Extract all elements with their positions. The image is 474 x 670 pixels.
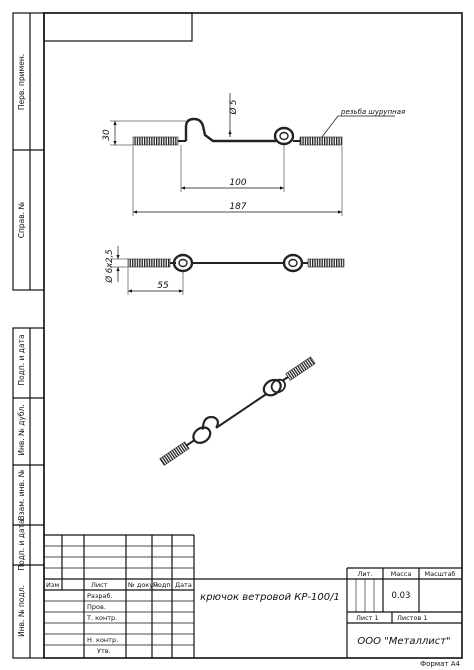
col-list: Лист: [91, 581, 108, 589]
col-ndokum: № докум.: [127, 581, 160, 589]
col-data: Дата: [175, 581, 192, 589]
label-podp-data-1: Подп. и дата: [17, 334, 26, 385]
top-corner-box: [43, 12, 193, 42]
dim-span-total: 187: [229, 202, 246, 212]
hook-side-view: [132, 117, 343, 146]
format-label: Формат А4: [420, 660, 460, 668]
massa-value: 0.03: [392, 591, 411, 601]
lit-label: Лит.: [358, 570, 373, 578]
hook-isometric-view: [159, 356, 316, 466]
dim-thread-label: резьба шурупная: [340, 108, 405, 116]
hook-top-view: [127, 253, 345, 273]
label-perv-primen: Перв. примен.: [17, 54, 26, 110]
dim-span-inner: 100: [229, 178, 246, 188]
row-utv: Утв.: [97, 647, 111, 655]
row-prov: Пров.: [87, 603, 106, 611]
row-tkontr: Т. контр.: [86, 614, 117, 622]
side-strip-upper: [12, 12, 45, 291]
dims-view-2: [110, 246, 184, 295]
label-podp-data-2: Подп. и дата: [17, 519, 26, 570]
dim-thread-size: Ø 6х2,5: [104, 249, 115, 283]
title-block-grid: [44, 534, 462, 658]
massa-label: Масса: [391, 570, 412, 578]
side-strip-lower: [12, 327, 45, 659]
sheet-label: Лист 1: [356, 614, 379, 622]
label-inv-podl: Инв. № подл.: [17, 585, 26, 637]
col-izm: Изм: [46, 581, 59, 589]
dim-diameter-ring: Ø 5: [228, 100, 239, 116]
dim-thread-length: 55: [157, 281, 169, 291]
dim-height: 30: [102, 129, 112, 141]
label-vzam-inv: Взам. инв. №: [17, 469, 26, 520]
label-sprav: Справ. №: [17, 202, 26, 239]
col-podp: Подп.: [153, 581, 173, 589]
sheets-label: Листов 1: [397, 614, 427, 622]
company-name: ООО "Металлист": [357, 636, 450, 647]
masshtab-label: Масштаб: [425, 570, 456, 578]
product-name: крючок ветровой КР-100/1: [200, 592, 340, 603]
dims-view-1: [110, 93, 395, 216]
row-nkontr: Н. контр.: [87, 636, 118, 644]
row-razrab: Разраб.: [87, 592, 113, 600]
label-inv-dubl: Инв. № дубл.: [17, 404, 26, 455]
